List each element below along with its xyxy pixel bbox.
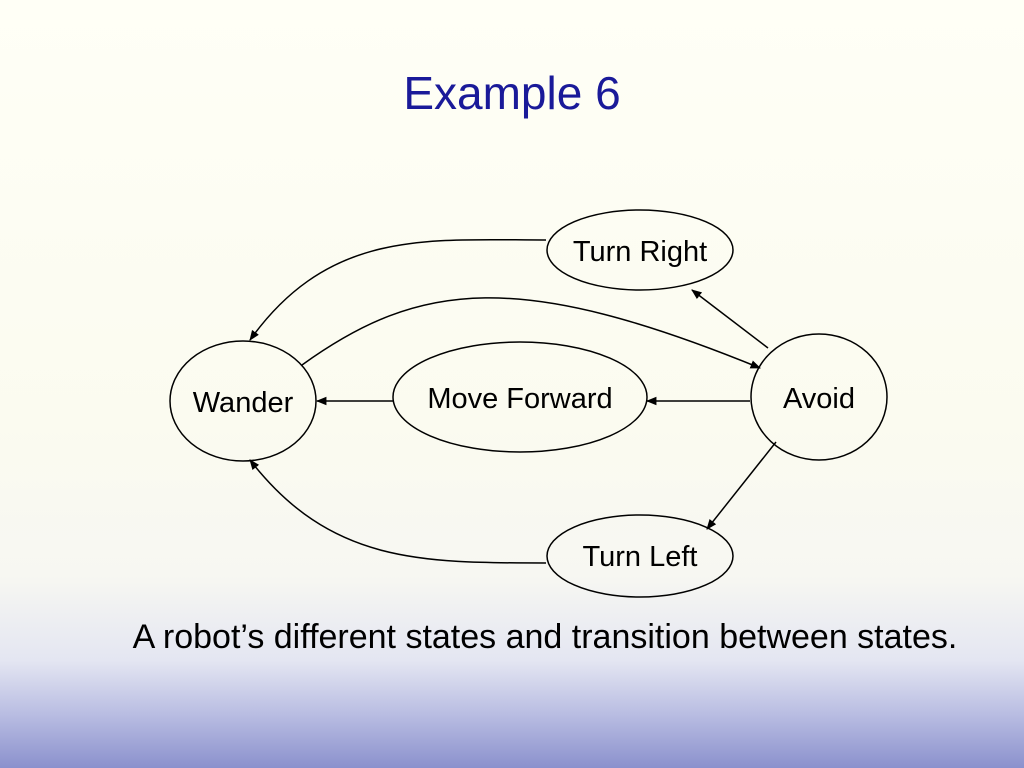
node-avoid-label: Avoid <box>783 383 855 415</box>
node-move-forward-label: Move Forward <box>427 383 612 415</box>
slide-caption: A robot’s different states and transitio… <box>132 618 958 656</box>
node-wander-label: Wander <box>193 387 294 419</box>
node-turn-left-label: Turn Left <box>583 541 698 573</box>
edge-avoid-to-turn-left <box>706 441 777 530</box>
edge-turn-right-to-wander <box>249 238 547 341</box>
node-turn-left: Turn Left <box>546 514 734 598</box>
node-turn-right-label: Turn Right <box>573 236 707 268</box>
slide-title: Example 6 <box>403 67 621 119</box>
node-wander: Wander <box>169 340 317 462</box>
node-avoid: Avoid <box>750 333 888 461</box>
node-turn-right: Turn Right <box>546 209 734 291</box>
node-move-forward: Move Forward <box>392 341 648 453</box>
edge-avoid-to-turn-right <box>691 289 769 349</box>
edge-turn-left-to-wander <box>249 459 547 564</box>
edge-wander-to-avoid <box>301 297 761 369</box>
